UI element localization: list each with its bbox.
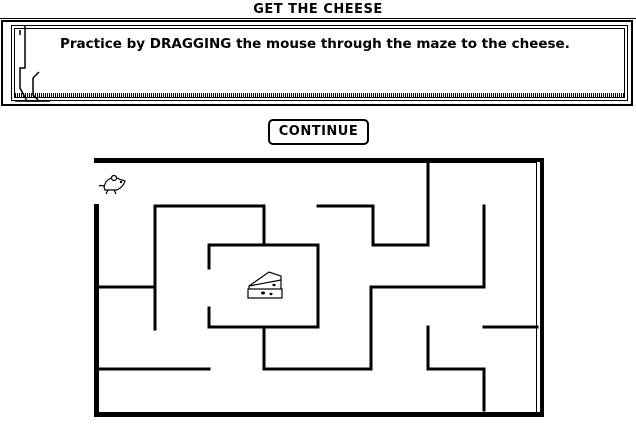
maze-inner-walls [98, 162, 539, 412]
mouse-icon[interactable] [98, 174, 126, 195]
ibeam-cursor-icon [15, 26, 50, 102]
instruction-text: Practice by DRAGGING the mouse through t… [60, 36, 570, 52]
window-title: GET THE CHEESE [253, 2, 383, 17]
instruction-panel [1, 20, 633, 106]
cheese-icon [247, 271, 283, 299]
instruction-inner-frame [11, 25, 628, 101]
maze-outer-walls [94, 158, 544, 417]
title-divider [0, 18, 636, 19]
continue-button[interactable]: CONTINUE [268, 119, 369, 145]
instruction-hatch-border [15, 93, 624, 97]
